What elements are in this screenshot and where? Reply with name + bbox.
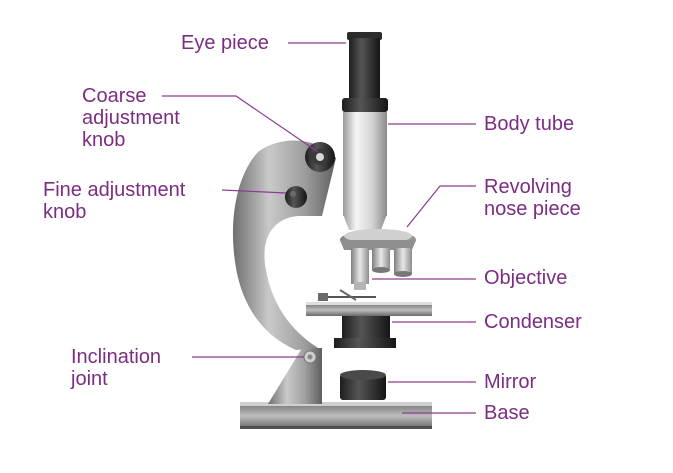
label-fine-line2: knob <box>43 201 87 223</box>
body-tube-part <box>343 112 387 230</box>
arm-part <box>232 140 336 350</box>
leader-coarse-knob <box>162 95 319 153</box>
label-fine-line1: Fine adjustment <box>43 179 186 201</box>
label-base: Base <box>484 402 530 424</box>
mirror-part <box>340 370 386 400</box>
label-coarse-line2: adjustment <box>82 107 180 129</box>
stage-part <box>306 289 432 316</box>
leader-lines <box>162 42 476 414</box>
eye-piece-part <box>342 32 388 112</box>
label-nose-line1: Revolving <box>484 176 572 198</box>
label-nose-line2: nose piece <box>484 198 581 220</box>
label-coarse-line3: knob <box>82 129 126 151</box>
label-fine-adjustment-knob: Fine adjustment knob <box>43 179 185 223</box>
label-coarse-line1: Coarse <box>82 85 147 107</box>
label-objective: Objective <box>484 267 567 289</box>
label-inclination-line2: joint <box>71 368 108 390</box>
label-mirror-line1: Mirror <box>484 371 537 393</box>
pillar-part <box>268 348 322 404</box>
label-revolving-nose-piece: Revolving nose piece <box>484 176 581 220</box>
label-body-tube: Body tube <box>484 113 574 135</box>
label-condenser-line1: Condenser <box>484 311 582 333</box>
label-base-line1: Base <box>484 402 530 424</box>
leader-nose-piece <box>406 185 476 228</box>
label-coarse-adjustment-knob: Coarse adjustment knob <box>82 85 180 151</box>
base-part <box>240 402 432 429</box>
fine-knob-part <box>285 186 307 208</box>
leader-fine-knob <box>221 189 287 194</box>
objective-part <box>351 248 412 290</box>
label-eye-piece-line1: Eye piece <box>181 32 269 54</box>
label-condenser: Condenser <box>484 311 582 333</box>
label-objective-line1: Objective <box>484 267 568 289</box>
label-body-tube-line1: Body tube <box>484 113 575 135</box>
label-inclination-line1: Inclination <box>71 346 162 368</box>
label-inclination-joint: Inclination joint <box>71 346 161 390</box>
label-mirror: Mirror <box>484 371 536 393</box>
coarse-knob-part <box>305 142 335 172</box>
nose-piece-part <box>340 229 416 250</box>
label-eye-piece: Eye piece <box>181 32 269 54</box>
condenser-part <box>334 316 396 348</box>
